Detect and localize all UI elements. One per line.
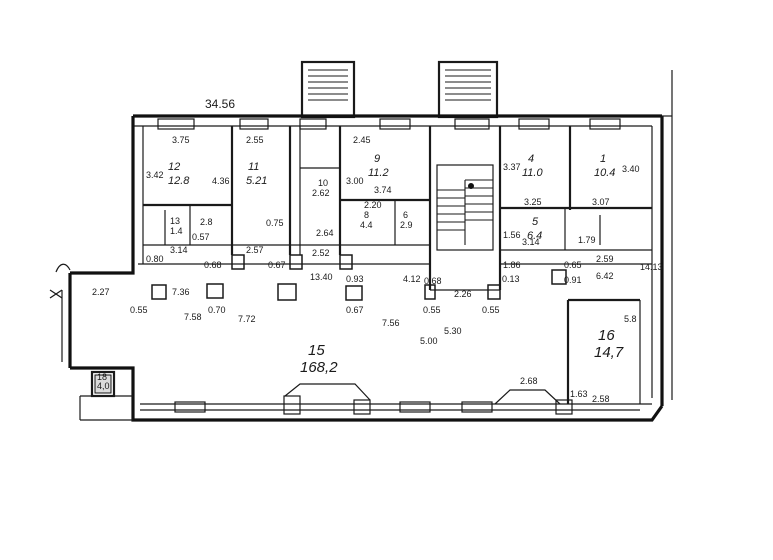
dim-label: 2.27 <box>92 287 110 297</box>
dim-label: 7.56 <box>382 318 400 328</box>
dim-label: 0.67 <box>346 305 364 315</box>
dim-label: 7.36 <box>172 287 190 297</box>
dim-label: 0.80 <box>146 254 164 264</box>
dim-label: 5.00 <box>420 336 438 346</box>
dim-label: 3.25 <box>524 197 542 207</box>
dim-label: 3.00 <box>346 176 364 186</box>
dim-label: 13.40 <box>310 272 333 282</box>
room-1-area: 10.4 <box>594 167 615 179</box>
dim-label: 2.20 <box>364 200 382 210</box>
room-8-area: 4.4 <box>360 220 373 230</box>
dim-label: 1.79 <box>578 235 596 245</box>
dim-label: 0.93 <box>346 274 364 284</box>
dim-label: 2.58 <box>592 394 610 404</box>
columns <box>151 254 567 301</box>
dim-label: 5.30 <box>444 326 462 336</box>
edge-marks <box>49 263 133 421</box>
dim-label: 2.55 <box>246 135 264 145</box>
dim-label: 4.12 <box>403 274 421 284</box>
dim-label: 0.68 <box>424 276 442 286</box>
room-4-number: 4 <box>528 153 534 165</box>
room-12-number: 12 <box>168 161 180 173</box>
room-13-area: 1.4 <box>170 226 183 236</box>
room-9-area: 11.2 <box>368 167 389 179</box>
dim-label: 0.55 <box>423 305 441 315</box>
dim-label: 0.13 <box>502 274 520 284</box>
dim-label: 0.57 <box>192 232 210 242</box>
top-windows <box>157 118 621 130</box>
room-5-number: 5 <box>532 216 539 228</box>
room-4-area: 11.0 <box>522 167 543 179</box>
room-15-number: 15 <box>308 342 325 359</box>
dim-label: 7.58 <box>184 312 202 322</box>
room-6-number: 6 <box>403 210 408 220</box>
dim-label: 1.56 <box>503 230 521 240</box>
room-labels: 15 168,2 16 14,7 18 4,0 12 12.8 11 5.21 … <box>97 153 624 391</box>
dim-label: 0.55 <box>482 305 500 315</box>
overall-length: 34.56 <box>205 97 235 111</box>
room-10-number: 10 <box>318 178 328 188</box>
dim-label: 0.55 <box>130 305 148 315</box>
ventilation-shaft-right <box>437 60 499 119</box>
dim-label: 0.70 <box>208 305 226 315</box>
dim-label: 2.45 <box>353 135 371 145</box>
room-16-number: 16 <box>598 327 615 344</box>
dim-label: 2.57 <box>246 245 264 255</box>
dim-label: 3.74 <box>374 185 392 195</box>
dim-label: 7.72 <box>238 314 256 324</box>
dim-label: 3.37 <box>503 162 521 172</box>
entrance-hatch <box>94 374 112 394</box>
room-6-area: 2.9 <box>400 220 413 230</box>
dim-label: 3.42 <box>146 170 164 180</box>
interior-walls <box>80 126 652 404</box>
room-5-area: 6.4 <box>527 230 542 242</box>
dim-label: 0.91 <box>564 275 582 285</box>
room-18-number: 18 <box>97 372 107 382</box>
dim-label: 0.65 <box>564 260 582 270</box>
room-13-number: 13 <box>170 216 180 226</box>
ventilation-shaft-left <box>300 60 356 119</box>
dim-label: 2.8 <box>200 217 213 227</box>
room-11-number: 11 <box>248 161 259 173</box>
room-15-area: 168,2 <box>300 359 338 376</box>
dim-label: 3.40 <box>622 164 640 174</box>
room-10-area: 2.62 <box>312 188 330 198</box>
dim-label: 0.75 <box>266 218 284 228</box>
dim-label: 3.14 <box>170 245 188 255</box>
room-8-number: 8 <box>364 210 369 220</box>
dim-label: 2.59 <box>596 254 614 264</box>
dim-label: 4.36 <box>212 176 230 186</box>
dim-label: 3.75 <box>172 135 190 145</box>
bottom-windows <box>174 383 573 415</box>
room-11-area: 5.21 <box>246 175 267 187</box>
dim-label: 1.63 <box>570 389 588 399</box>
dim-label: 0.67 <box>268 260 286 270</box>
dim-label: 6.42 <box>596 271 614 281</box>
dim-label: 0.68 <box>204 260 222 270</box>
dim-label: 5.8 <box>624 314 637 324</box>
room-12-area: 12.8 <box>168 175 190 187</box>
room-18-area: 4,0 <box>97 381 110 391</box>
room-16-area: 14,7 <box>594 344 624 361</box>
dim-label: 2.52 <box>312 248 330 258</box>
dim-label: 2.26 <box>454 289 472 299</box>
dimension-labels: 3.75 2.55 2.45 3.42 4.36 3.00 3.74 3.37 … <box>92 135 663 404</box>
stairwell <box>436 164 494 251</box>
room-1-number: 1 <box>600 153 606 165</box>
dim-label: 14.13 <box>640 262 663 272</box>
dim-label: 2.64 <box>316 228 334 238</box>
dim-label: 3.14 <box>522 237 540 247</box>
room-9-number: 9 <box>374 153 380 165</box>
dim-label: 2.68 <box>520 376 538 386</box>
dim-label: 3.07 <box>592 197 610 207</box>
dim-label: 1.86 <box>503 260 521 270</box>
